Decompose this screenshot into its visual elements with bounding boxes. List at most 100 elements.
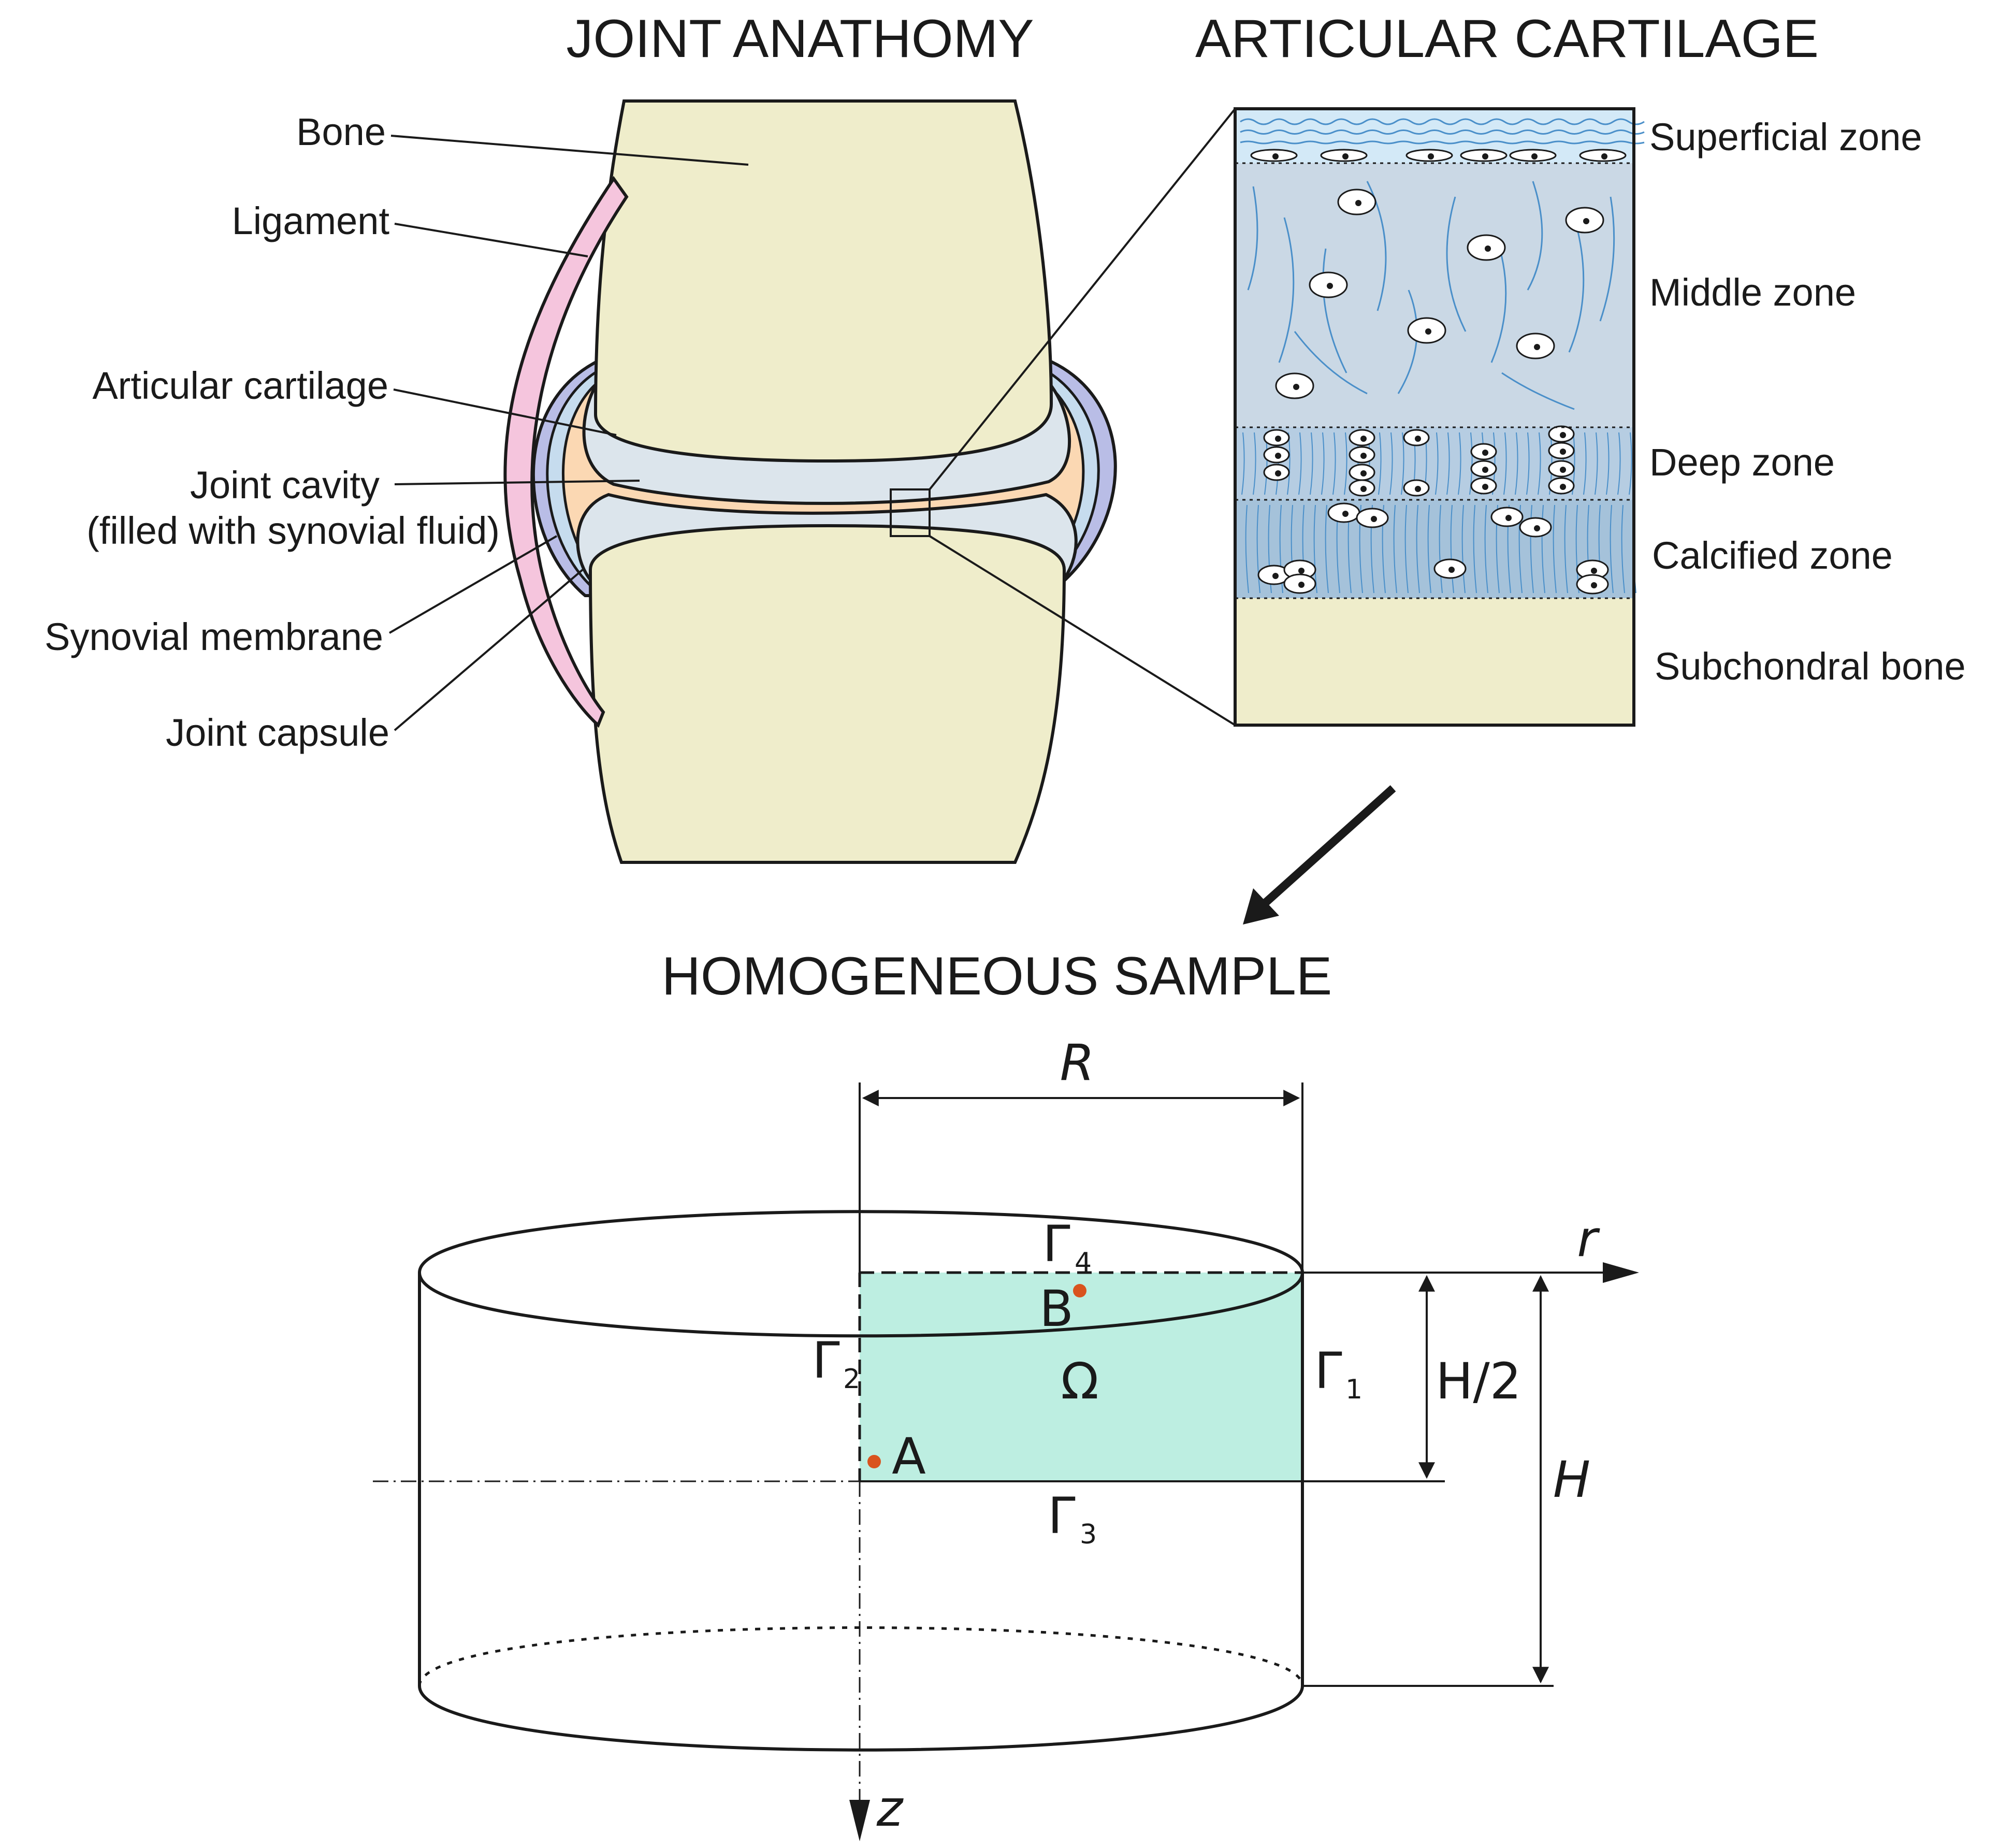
sample-diagram	[373, 1082, 1639, 1841]
chondrocyte-nucleus	[1272, 573, 1279, 579]
chondrocyte-nucleus	[1272, 153, 1279, 160]
label-z-axis: z	[876, 1780, 904, 1838]
lower-bone-shape	[588, 524, 1066, 864]
label-r-axis: r	[1577, 1210, 1600, 1268]
fibre-middle	[1294, 331, 1368, 395]
fibre-calcified	[1541, 504, 1545, 594]
chondrocyte-nucleus	[1591, 568, 1597, 574]
fibre-calcified	[1404, 504, 1409, 594]
cylinder-bottom-back	[418, 1626, 1304, 1686]
collagen-fibres	[1240, 118, 1645, 594]
r-axis-arrowhead	[1603, 1262, 1639, 1283]
chondrocyte-nucleus	[1428, 153, 1434, 160]
fibre-deep	[1538, 432, 1541, 495]
fibre-deep	[1332, 432, 1336, 495]
sample-label-group: R r z H/2 H Ω A B Γ 4 Γ 2 Γ 1 Γ 3	[812, 1034, 1600, 1838]
fibre-deep	[1401, 432, 1404, 495]
joint-label-group: Bone Ligament Articular cartilage Joint …	[45, 110, 749, 754]
fibre-deep	[1298, 432, 1302, 495]
chondrocyte-nucleus	[1293, 384, 1299, 390]
leader-joint-capsule	[394, 569, 584, 731]
chondrocyte-nucleus	[1298, 568, 1305, 574]
label-articular-cartilage: Articular cartilage	[92, 364, 388, 407]
fibre-deep	[1241, 432, 1245, 495]
chondrocyte-nucleus	[1591, 582, 1597, 588]
fibre-deep	[1469, 432, 1473, 495]
fibre-deep	[1617, 432, 1621, 495]
chondrocyte-nucleus	[1601, 153, 1607, 160]
chondrocyte-nucleus	[1415, 436, 1421, 442]
fibre-deep	[1389, 432, 1393, 495]
fibre-middle	[1247, 186, 1258, 291]
fibre-deep	[1378, 432, 1382, 495]
fibre-superficial	[1240, 140, 1645, 145]
label-ligament: Ligament	[232, 199, 390, 242]
upper-bone-shape	[593, 99, 1053, 463]
fibre-deep	[1526, 432, 1530, 495]
fibre-calcified	[1484, 504, 1488, 594]
chondrocyte-nucleus	[1534, 344, 1540, 350]
fibre-calcified	[1564, 504, 1568, 594]
leader-bone	[390, 135, 749, 166]
cylinder-top-front	[418, 1272, 1304, 1338]
label-height: H	[1553, 1451, 1590, 1509]
leader-articular-cartilage	[393, 388, 617, 436]
chondrocyte-nucleus	[1482, 450, 1488, 456]
chondrocyte-nucleus	[1425, 328, 1431, 335]
chondrocyte-nucleus	[1298, 582, 1305, 588]
detail-box	[890, 488, 931, 537]
fibre-deep	[1435, 432, 1439, 495]
label-gamma-4: Γ	[1042, 1215, 1070, 1273]
title-joint-anatomy: JOINT ANATHOMY	[566, 9, 1034, 69]
chondrocyte-nucleus	[1482, 153, 1488, 160]
cylinder-bottom-front	[418, 1685, 1304, 1752]
label-gamma-3-sub: 3	[1080, 1519, 1097, 1550]
label-gamma-1: Γ	[1314, 1342, 1342, 1400]
leader-synovial-membrane	[388, 535, 558, 634]
chondrocyte-nucleus	[1371, 516, 1377, 522]
fibre-deep	[1321, 432, 1325, 495]
fibre-deep	[1606, 432, 1610, 495]
label-joint-capsule: Joint capsule	[166, 711, 389, 754]
chondrocyte-nucleus	[1360, 486, 1367, 492]
ligament-shape	[503, 176, 629, 728]
zoom-line-top	[929, 108, 1236, 490]
fibre-deep	[1310, 432, 1313, 495]
label-gamma-4-sub: 4	[1075, 1247, 1092, 1278]
chondrocyte-nucleus	[1415, 486, 1421, 492]
point-a-marker	[867, 1455, 881, 1468]
fibre-deep	[1629, 432, 1632, 495]
fibre-calcified	[1393, 504, 1397, 594]
cartilage-detail-frame	[1234, 107, 1635, 727]
label-radius: R	[1060, 1034, 1095, 1092]
chondrocyte-nucleus	[1327, 283, 1333, 289]
label-domain-omega: Ω	[1061, 1352, 1098, 1410]
label-calcified-zone: Calcified zone	[1652, 534, 1893, 577]
fibre-calcified	[1473, 504, 1477, 594]
chondrocyte-nucleus	[1531, 153, 1538, 160]
chondrocyte-nucleus	[1448, 567, 1455, 573]
label-half-height: H/2	[1436, 1352, 1521, 1410]
leader-joint-cavity	[394, 480, 640, 485]
chondrocyte-nucleus	[1560, 467, 1566, 473]
fibre-deep	[1446, 432, 1450, 495]
fibre-middle	[1599, 196, 1615, 322]
chondrocyte-nucleus	[1355, 200, 1361, 206]
zoom-line-bottom	[929, 535, 1236, 726]
chondrocyte-nucleus	[1485, 246, 1491, 252]
joint-illustration	[503, 99, 1236, 864]
fibre-calcified	[1427, 504, 1431, 594]
fibre-deep	[1344, 432, 1347, 495]
label-gamma-1-sub: 1	[1345, 1374, 1363, 1405]
fibre-superficial	[1240, 129, 1645, 135]
fibre-calcified	[1325, 504, 1329, 594]
fibre-calcified	[1461, 504, 1466, 594]
chondrocyte-nucleus	[1482, 484, 1488, 490]
fibre-middle	[1397, 290, 1418, 394]
chondrocyte-nucleus	[1342, 511, 1349, 517]
fibre-superficial	[1240, 118, 1645, 125]
chondrocyte-nucleus	[1583, 218, 1589, 224]
leader-ligament	[394, 223, 588, 257]
